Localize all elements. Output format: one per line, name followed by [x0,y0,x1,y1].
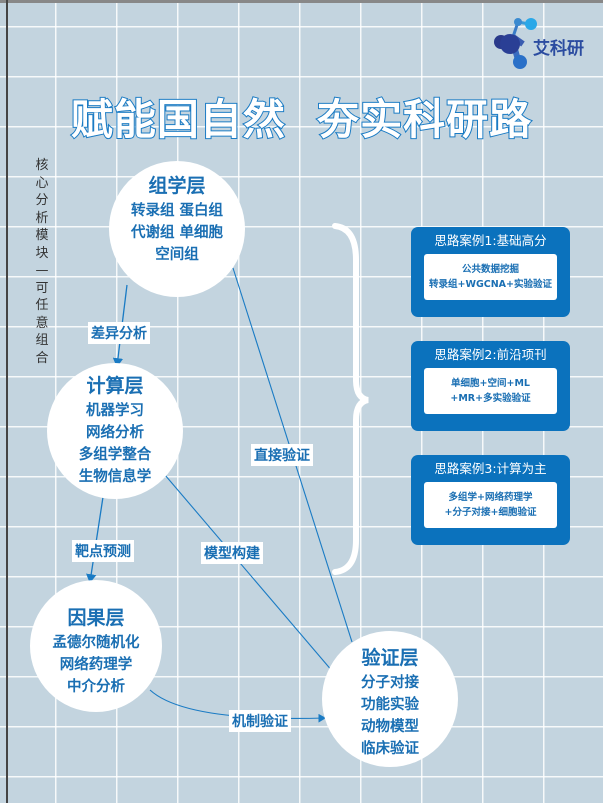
logo-molecule-icon [494,18,537,69]
edge-causal-validation [149,689,327,723]
compute-item: 网络分析 [86,425,144,441]
validation-item: 分子对接 [361,675,419,691]
case-card-1: 思路案例1:基础高分 公共数据挖掘转录组+WGCNA+实验验证 [411,227,570,317]
compute-item: 生物信息学 [78,469,152,485]
omics-item: 转录组 蛋白组 [130,203,224,219]
validation-item: 动物模型 [361,719,419,735]
case-line: +MR+多实验验证 [450,393,531,404]
compute-title: 计算层 [86,375,144,397]
validation-layer: 验证层 分子对接 功能实验 动物模型 临床验证 [322,631,458,767]
case-line: 公共数据挖掘 [461,264,519,275]
compute-item: 机器学习 [86,403,144,419]
case-card-3: 思路案例3:计算为主 多组学+网络药理学 +分子对接+细胞验证 [411,455,570,545]
omics-title: 组学层 [148,175,206,197]
case-card-2: 思路案例2:前沿项刊 单细胞+空间+ML +MR+多实验验证 [411,341,570,431]
case-title: 思路案例2:前沿项刊 [434,347,547,362]
causal-title: 因果层 [67,607,125,629]
edge-label-diff: 差异分析 [88,322,150,344]
case-line: +分子对接+细胞验证 [444,507,537,518]
edge-label-target: 靶点预测 [72,540,134,562]
left-border [6,0,8,803]
side-note: 核心分析模块—可任意组合 [35,158,49,366]
case-line: 转录组+WGCNA+实验验证 [429,279,552,290]
compute-layer: 计算层 机器学习 网络分析 多组学整合 生物信息学 [47,363,183,499]
case-line: 多组学+网络药理学 [448,492,533,503]
edge-label-direct: 直接验证 [251,444,313,466]
edge-compute-validation [164,474,334,673]
omics-item: 代谢组 单细胞 [130,225,224,241]
logo-text: 艾科研 [533,39,584,59]
brace-icon [332,223,369,575]
case-title: 思路案例1:基础高分 [434,233,547,248]
edge-compute-causal [86,496,104,584]
causal-item: 中介分析 [67,679,125,695]
compute-item: 多组学整合 [78,447,152,463]
validation-title: 验证层 [361,647,419,669]
validation-item: 临床验证 [361,741,419,757]
page-title: 赋能国自然 夯实科研路 [70,94,533,145]
causal-layer: 因果层 孟德尔随机化 网络药理学 中介分析 [30,580,162,712]
omics-layer: 组学层 转录组 蛋白组 代谢组 单细胞 空间组 [109,161,245,297]
causal-item: 孟德尔随机化 [52,635,140,651]
validation-item: 功能实验 [361,697,419,713]
case-line: 单细胞+空间+ML [451,378,530,389]
top-border [0,0,603,3]
case-title: 思路案例3:计算为主 [434,461,547,476]
omics-item: 空间组 [155,247,199,263]
edge-label-mech: 机制验证 [229,710,291,732]
causal-item: 网络药理学 [59,657,133,673]
edge-label-model: 模型构建 [201,542,263,564]
